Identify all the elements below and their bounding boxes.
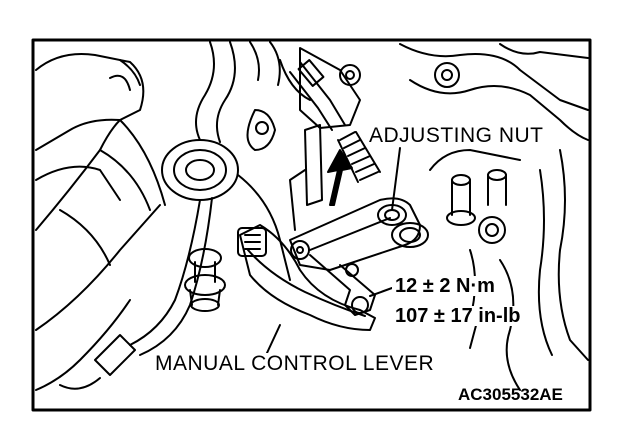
cable-assembly: [289, 59, 381, 231]
torque-inlb-label: 107 ± 17 in-lb: [392, 306, 524, 326]
adjusting-nut-label: ADJUSTING NUT: [366, 125, 547, 146]
torque-leader: [369, 287, 393, 297]
torque-nm-label: 12 ± 2 N·m: [392, 276, 498, 296]
figure-code-label: AC305532AE: [458, 385, 563, 404]
big-hose: [35, 119, 166, 391]
adjusting-nut-leader: [391, 147, 401, 211]
manual-control-lever-label: MANUAL CONTROL LEVER: [152, 353, 438, 374]
figure-frame: [31, 38, 592, 412]
direction-arrow: [327, 149, 353, 206]
bolt-left: [184, 248, 226, 312]
background-engine-parts: [35, 41, 589, 391]
